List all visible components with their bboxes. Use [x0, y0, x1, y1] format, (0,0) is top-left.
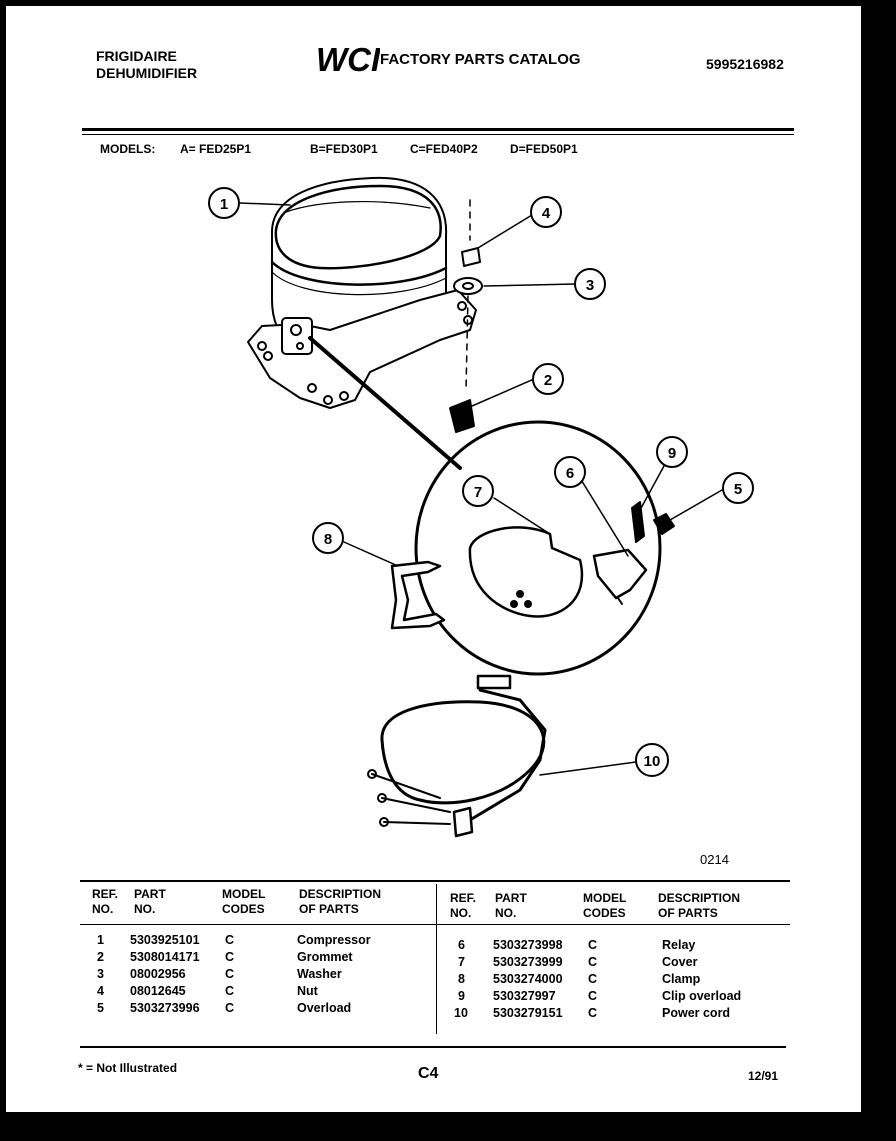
nut-drawing [461, 247, 481, 267]
svg-text:4: 4 [542, 205, 551, 222]
clip-drawing [631, 501, 645, 543]
not-illustrated-note: * = Not Illustrated [78, 1061, 178, 1075]
models-label: MODELS: [100, 142, 156, 156]
table-divider [436, 884, 437, 1034]
callout-7: 7 [462, 475, 494, 507]
callout-10: 10 [635, 743, 669, 777]
leader-10 [539, 761, 637, 776]
svg-text:7: 7 [474, 484, 482, 501]
relay-drawing [592, 548, 648, 600]
wci-logo: WCI [316, 43, 380, 77]
brand-name: FRIGIDAIRE [96, 48, 177, 64]
model-b: B=FED30P1 [310, 142, 378, 156]
model-d: D=FED50P1 [510, 142, 578, 156]
svg-text:10: 10 [644, 753, 661, 770]
col-ref-no: REF.NO. [450, 891, 477, 920]
revision-date: 12/91 [748, 1069, 779, 1083]
brand-block: FRIGIDAIRE DEHUMIDIFIER [96, 48, 197, 82]
leader-9 [639, 465, 665, 511]
clamp-drawing [390, 560, 446, 630]
callout-6: 6 [554, 456, 586, 488]
leader-7 [493, 497, 551, 535]
leader-4 [477, 214, 533, 249]
detail-circle [414, 420, 662, 676]
page-code: C4 [418, 1065, 439, 1082]
compressor-drawing [247, 176, 477, 470]
table-bottom-rule [80, 1046, 786, 1048]
leader-2 [471, 378, 535, 407]
cover-drawing [468, 526, 584, 618]
callout-2: 2 [532, 363, 564, 395]
table-header-rule [80, 924, 790, 925]
product-type: DEHUMIDIFIER [96, 65, 198, 81]
svg-text:9: 9 [668, 445, 676, 462]
drawing-code: 0214 [700, 852, 729, 867]
leader-1 [239, 202, 291, 206]
callout-5: 5 [722, 472, 754, 504]
svg-text:3: 3 [586, 277, 594, 294]
svg-text:6: 6 [566, 465, 574, 482]
svg-text:8: 8 [324, 531, 332, 548]
callout-8: 8 [312, 522, 344, 554]
callout-3: 3 [574, 268, 606, 300]
catalog-number: 5995216982 [706, 56, 784, 72]
leader-3 [483, 283, 576, 287]
power-cord-drawing [367, 674, 547, 838]
leader-8 [343, 541, 399, 567]
svg-text:5: 5 [734, 481, 742, 498]
model-c: C=FED40P2 [410, 142, 478, 156]
catalog-page [6, 6, 861, 1112]
grommet-drawing [449, 399, 475, 433]
callout-1: 1 [208, 187, 240, 219]
table-top-rule [80, 880, 790, 882]
svg-text:2: 2 [544, 372, 552, 389]
header-rule-thin [82, 134, 794, 135]
logo-text: WCI [316, 43, 380, 77]
col-ref-no: REF.NO. [92, 887, 119, 916]
svg-text:1: 1 [220, 196, 228, 213]
model-a: A= FED25P1 [180, 142, 252, 156]
leader-6 [579, 477, 629, 557]
leader-5 [669, 489, 723, 521]
exploded-parts-diagram: 1 2 3 4 5 6 7 8 9 10 [208, 176, 754, 838]
washer-drawing [453, 277, 483, 295]
callout-4: 4 [530, 196, 562, 228]
overload-drawing [653, 513, 675, 535]
catalog-title: FACTORY PARTS CATALOG [380, 51, 581, 68]
callout-9: 9 [656, 436, 688, 468]
header-rule-thick [82, 128, 794, 131]
